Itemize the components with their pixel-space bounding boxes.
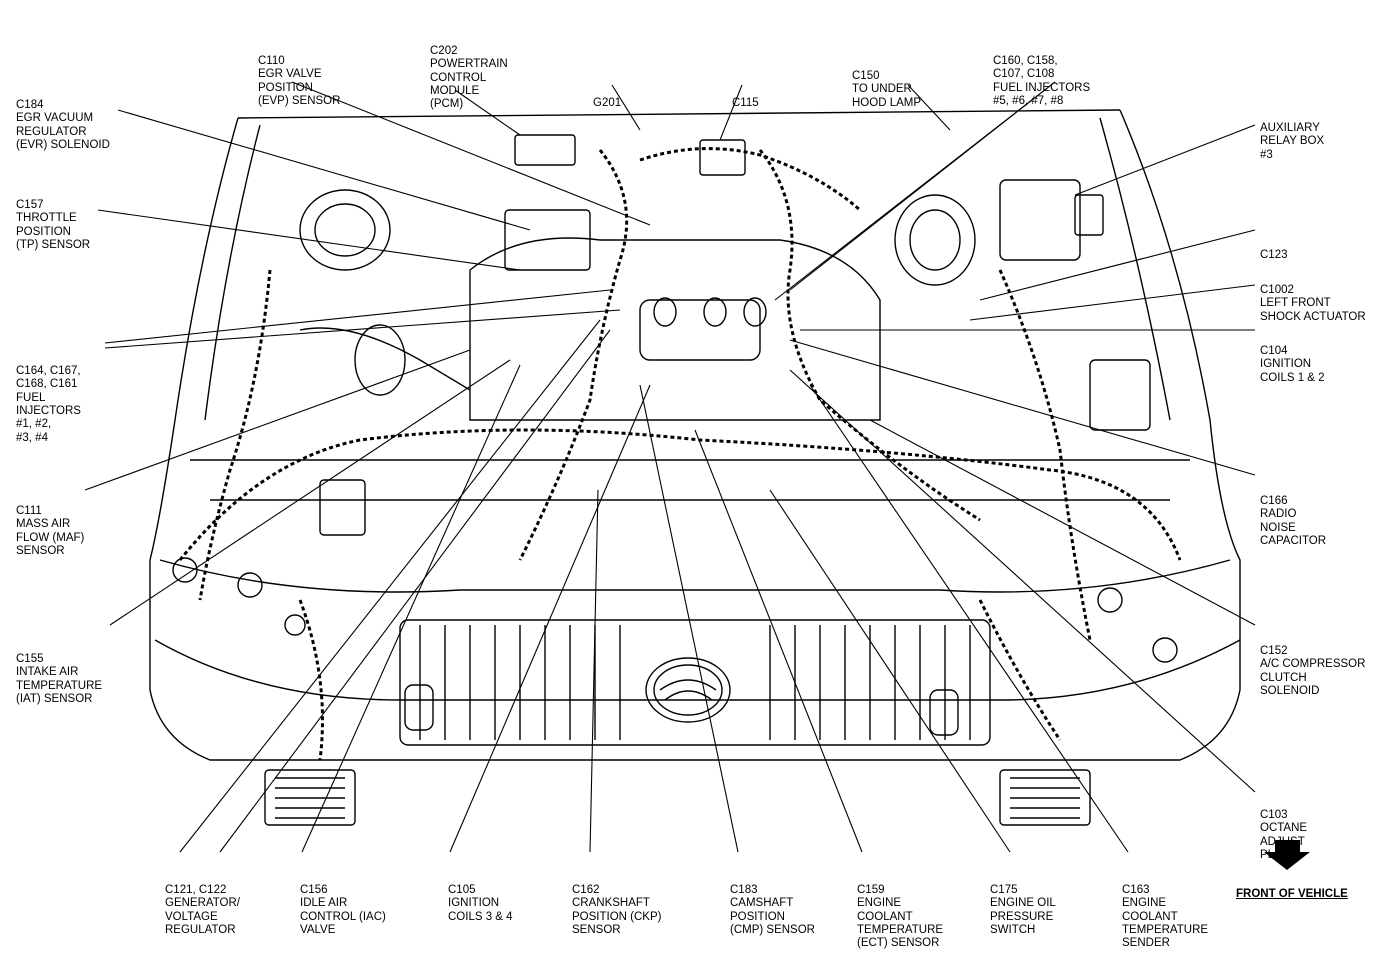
label-g201: G201 <box>593 96 622 109</box>
label-c115: C115 <box>732 96 759 109</box>
front-arrow-icon <box>1264 840 1310 870</box>
front-of-vehicle-label: FRONT OF VEHICLE <box>1236 888 1348 900</box>
vehicle-body-outline <box>149 109 1241 826</box>
leader-lines <box>84 81 1256 853</box>
label-c123: C123 <box>1260 248 1288 261</box>
engine-illustration <box>84 81 1310 870</box>
